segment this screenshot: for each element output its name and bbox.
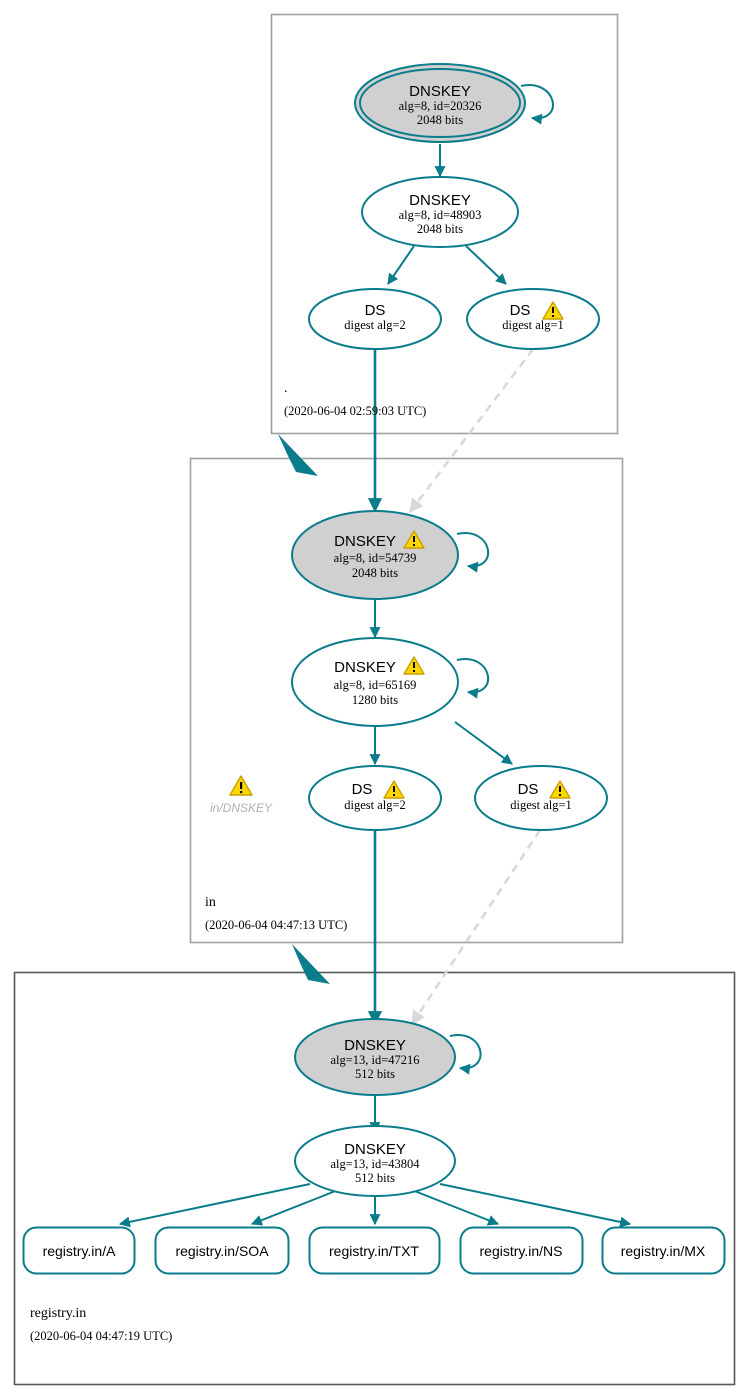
- node-title: DS: [510, 302, 531, 319]
- zone-label-in: in: [205, 895, 216, 910]
- node-line2: alg=13, id=43804: [330, 1157, 420, 1171]
- edge-reg-zsk-to-rr-a: [118, 1183, 311, 1228]
- node-ellipse: [291, 510, 459, 600]
- warning-triangle-icon: [542, 301, 564, 320]
- node-line3: 512 bits: [355, 1171, 395, 1185]
- zone-box-in: [189, 457, 624, 944]
- rrset-box: [22, 1226, 136, 1275]
- node-registry-zsk[interactable]: DNSKEY alg=13, id=43804 512 bits: [294, 1125, 456, 1197]
- node-registry-ksk[interactable]: DNSKEY alg=13, id=47216 512 bits: [294, 1018, 456, 1096]
- warning-triangle-icon: [403, 530, 425, 549]
- node-line2: alg=8, id=48903: [399, 208, 482, 222]
- edge-root-ds1-to-in-ksk: [408, 348, 535, 514]
- edge-in-ds1-to-reg-ksk: [410, 829, 542, 1026]
- zone-timestamp-root: (2020-06-04 02:59:03 UTC): [284, 404, 426, 418]
- zone-box-root: [270, 13, 619, 435]
- node-line2: alg=8, id=65169: [334, 678, 417, 692]
- node-line2: alg=8, id=54739: [334, 551, 417, 565]
- rrset-box: [154, 1226, 290, 1275]
- node-ellipse: [466, 288, 600, 350]
- error-label-text: in/DNSKEY: [210, 801, 273, 815]
- node-root-ds-digest-alg-2[interactable]: DS digest alg=2: [308, 288, 442, 350]
- rrset-registry-in-txt[interactable]: registry.in/TXT: [308, 1226, 441, 1275]
- edge-reg-zsk-to-rr-mx: [439, 1183, 632, 1228]
- warning-triangle-icon: [403, 656, 425, 675]
- edge-root-zsk-to-ds2: [387, 245, 415, 285]
- node-line2: alg=13, id=47216: [330, 1053, 419, 1067]
- rrset-box: [601, 1226, 726, 1275]
- edge-self-loop-in-ksk: [456, 532, 490, 573]
- node-line3: 2048 bits: [417, 222, 463, 236]
- delegation-arrow-root-to-in: [278, 434, 318, 476]
- edge-root-zsk-to-ds1: [465, 245, 507, 285]
- node-in-zsk[interactable]: DNSKEY alg=8, id=65169 1280 bits: [291, 637, 459, 727]
- edge-self-loop-root-ksk: [520, 84, 554, 125]
- edge-in-zsk-to-ds1: [454, 721, 513, 765]
- node-line2: alg=8, id=20326: [399, 99, 482, 113]
- node-ellipse: [294, 1125, 456, 1197]
- rrset-registry-in-a[interactable]: registry.in/A: [22, 1226, 136, 1275]
- delegation-arrow-in-to-registry: [292, 944, 330, 984]
- node-root-ksk[interactable]: DNSKEY alg=8, id=20326 2048 bits: [354, 63, 526, 143]
- node-root-ds-digest-alg-1[interactable]: DS digest alg=1: [466, 288, 600, 350]
- node-title: DNSKEY: [344, 1141, 406, 1158]
- error-annotation-in-dnskey: in/DNSKEY: [210, 775, 273, 815]
- node-ellipse: [361, 176, 519, 248]
- node-title: DNSKEY: [344, 1037, 406, 1054]
- rrset-registry-in-mx[interactable]: registry.in/MX: [601, 1226, 726, 1275]
- rrset-label: registry.in/MX: [621, 1243, 706, 1259]
- node-line2: digest alg=1: [502, 318, 564, 332]
- node-line3: 512 bits: [355, 1067, 395, 1081]
- node-title: DNSKEY: [334, 659, 396, 676]
- rrset-box: [459, 1226, 584, 1275]
- node-line3: 1280 bits: [352, 693, 398, 707]
- rrset-registry-in-soa[interactable]: registry.in/SOA: [154, 1226, 290, 1275]
- node-line3: 2048 bits: [417, 113, 463, 127]
- node-title: DS: [365, 302, 386, 319]
- node-line2: digest alg=1: [510, 798, 572, 812]
- node-in-ds-digest-alg-1[interactable]: DS digest alg=1: [474, 765, 608, 831]
- rrset-registry-in-ns[interactable]: registry.in/NS: [459, 1226, 584, 1275]
- warning-triangle-icon: [383, 780, 405, 799]
- node-ellipse: [474, 765, 608, 831]
- node-line2: digest alg=2: [344, 318, 406, 332]
- node-in-ksk[interactable]: DNSKEY alg=8, id=54739 2048 bits: [291, 510, 459, 600]
- edge-reg-zsk-to-rr-ns: [411, 1189, 500, 1226]
- node-ellipse: [308, 288, 442, 350]
- node-in-ds-digest-alg-2[interactable]: DS digest alg=2: [308, 765, 442, 831]
- rrset-label: registry.in/TXT: [329, 1243, 419, 1259]
- warning-triangle-icon: [229, 775, 253, 796]
- rrset-label: registry.in/NS: [480, 1243, 563, 1259]
- node-title: DS: [352, 781, 373, 798]
- edge-self-loop-in-zsk: [456, 658, 490, 699]
- node-title: DNSKEY: [334, 533, 396, 550]
- rrset-label: registry.in/A: [43, 1243, 117, 1259]
- node-ellipse: [294, 1018, 456, 1096]
- zone-timestamp-registry-in: (2020-06-04 04:47:19 UTC): [30, 1329, 172, 1343]
- node-title: DNSKEY: [409, 83, 471, 100]
- node-line3: 2048 bits: [352, 566, 398, 580]
- node-ellipse: [308, 765, 442, 831]
- zone-label-registry-in: registry.in: [30, 1306, 86, 1321]
- edge-self-loop-reg-ksk: [449, 1034, 482, 1075]
- zone-timestamp-in: (2020-06-04 04:47:13 UTC): [205, 918, 347, 932]
- node-line2: digest alg=2: [344, 798, 406, 812]
- node-ellipse: [359, 68, 521, 138]
- edge-reg-zsk-to-rr-soa: [250, 1189, 339, 1226]
- node-title: DNSKEY: [409, 192, 471, 209]
- rrset-box: [308, 1226, 441, 1275]
- warning-triangle-icon: [549, 780, 571, 799]
- zone-label-root: .: [284, 381, 288, 396]
- node-title: DS: [518, 781, 539, 798]
- node-root-zsk[interactable]: DNSKEY alg=8, id=48903 2048 bits: [361, 176, 519, 248]
- rrset-label: registry.in/SOA: [175, 1243, 269, 1259]
